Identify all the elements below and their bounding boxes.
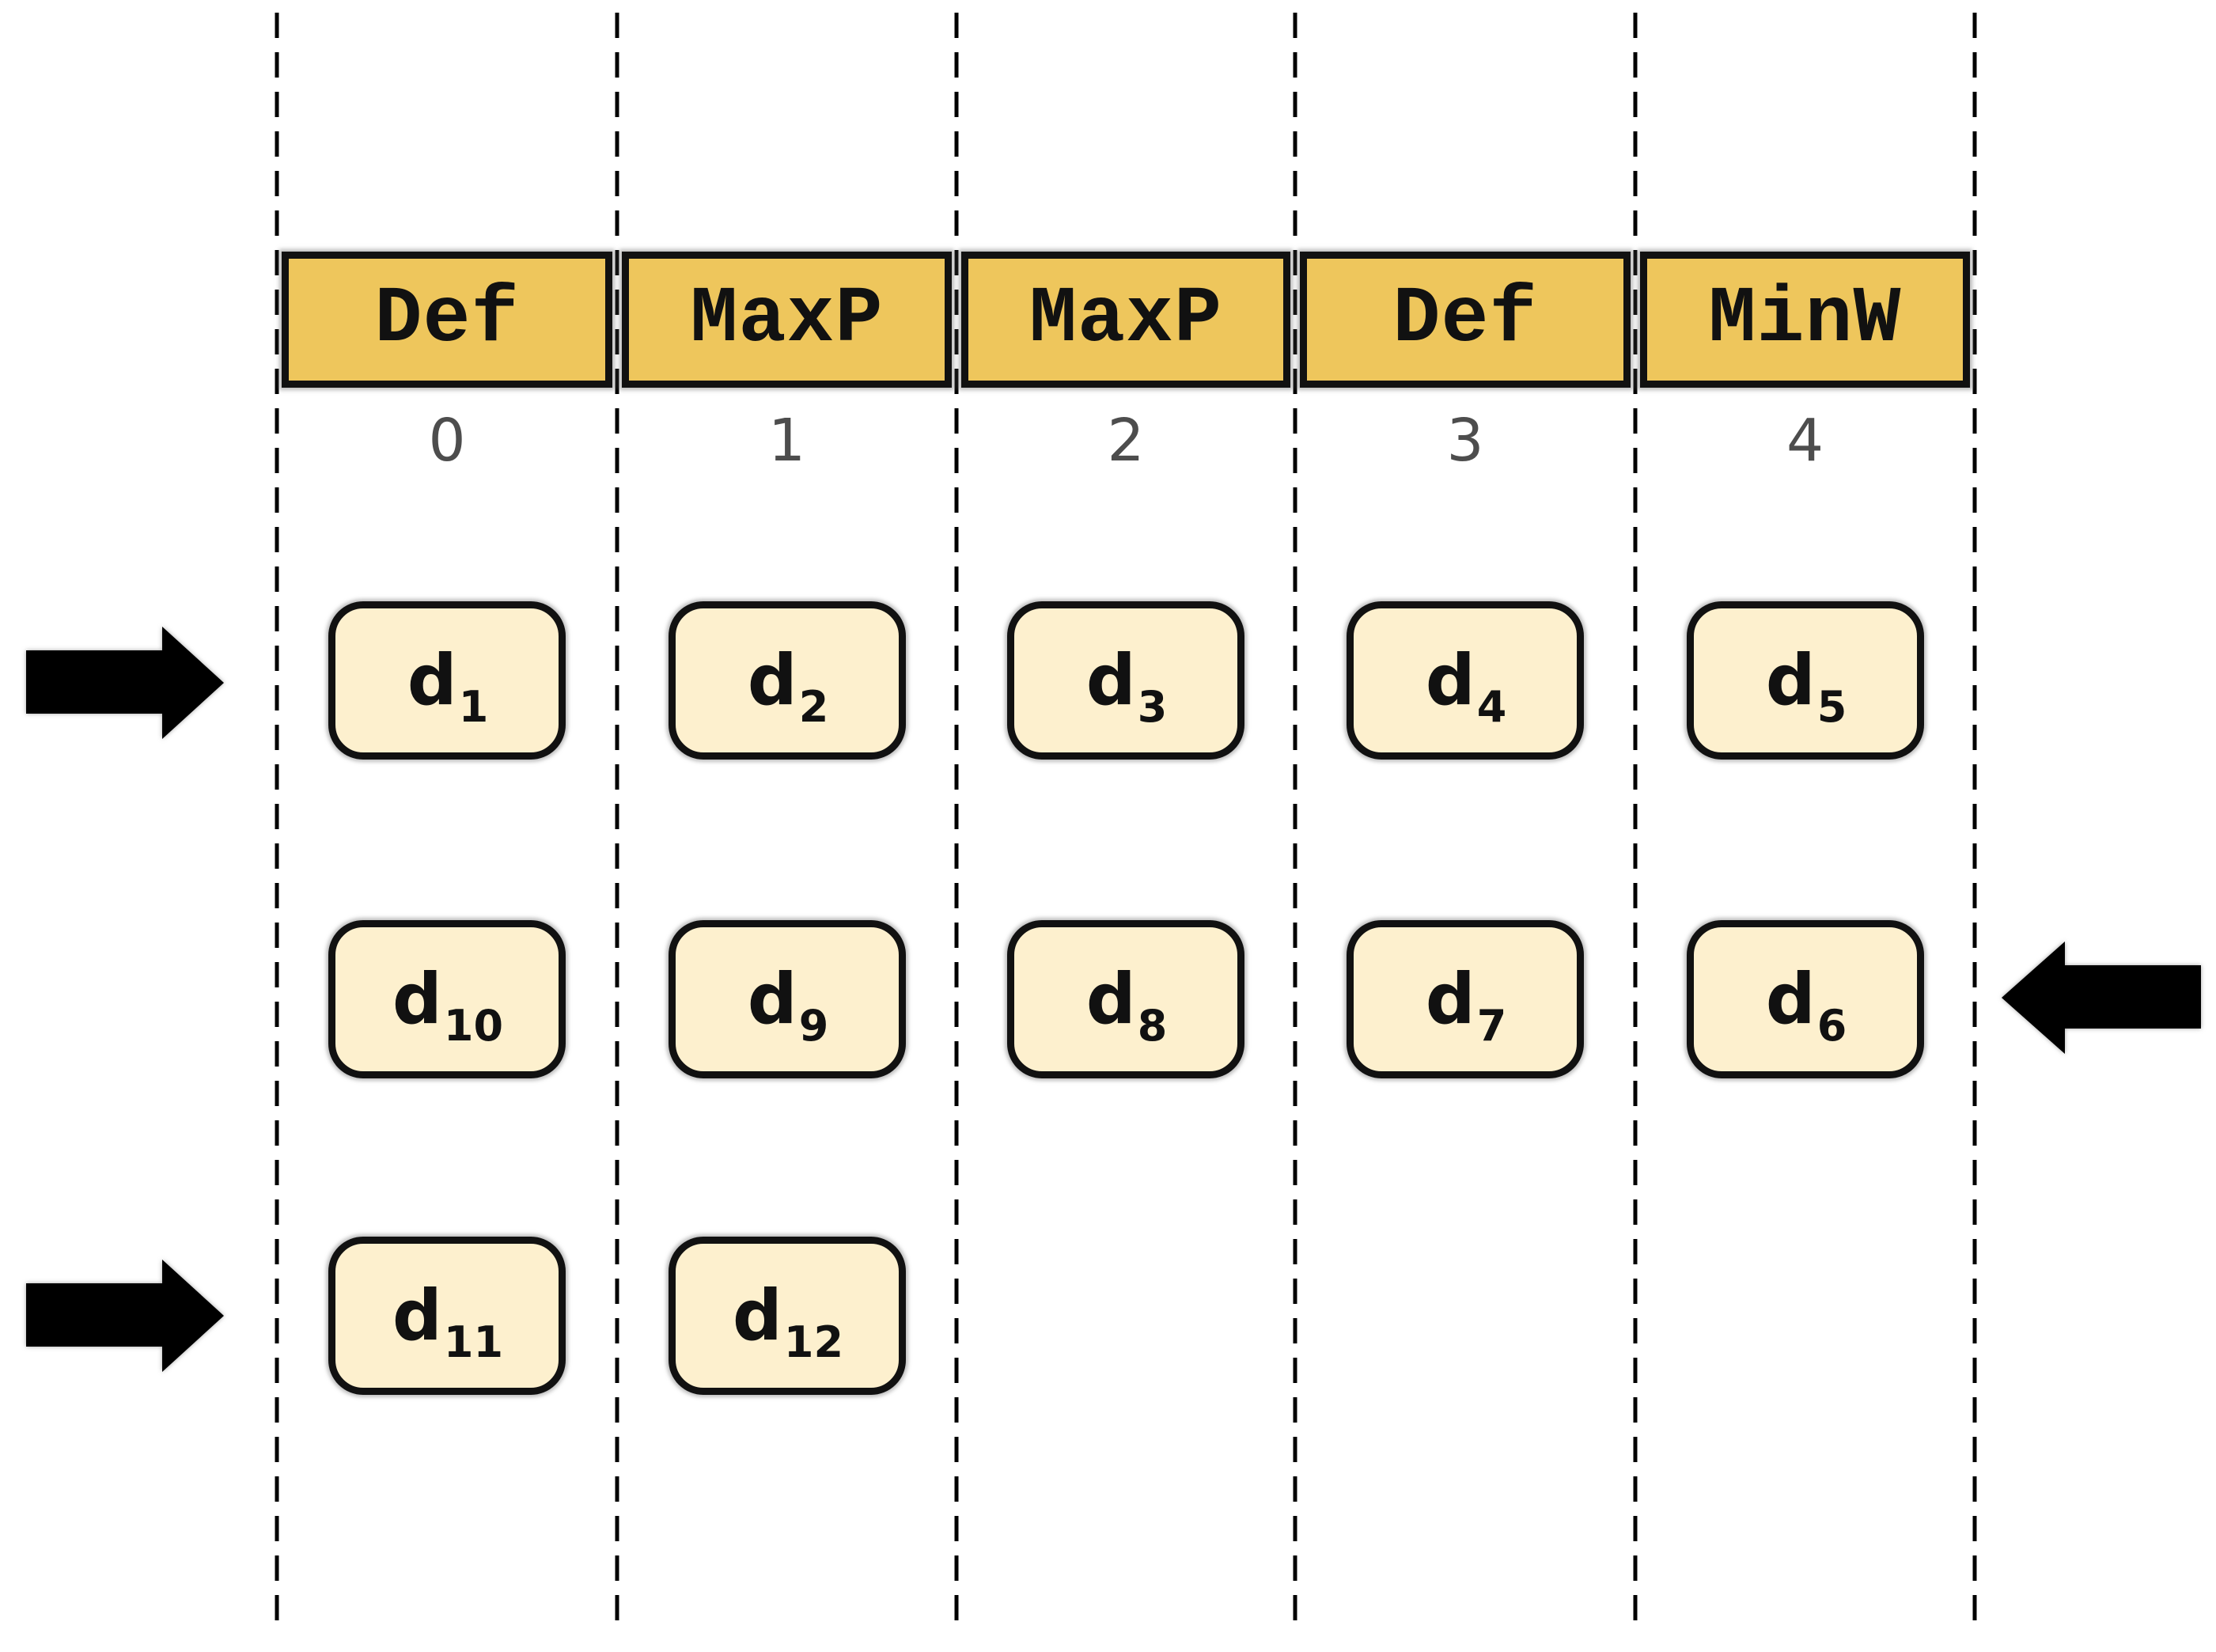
doc-label-subscript: 6 bbox=[1816, 1001, 1847, 1051]
doc-label: d bbox=[747, 639, 797, 721]
arrow-right-icon bbox=[26, 1260, 224, 1372]
column-index-label-1: 1 bbox=[767, 407, 806, 475]
doc-label: d bbox=[1765, 639, 1816, 721]
doc-label: d bbox=[392, 1275, 442, 1356]
column-policy-header-0: Def bbox=[282, 252, 612, 388]
doc-label: d bbox=[407, 639, 457, 721]
doc-label-subscript: 5 bbox=[1816, 682, 1847, 732]
column-index-label-2: 2 bbox=[1107, 407, 1145, 475]
doc-label-subscript: 1 bbox=[458, 682, 489, 732]
column-index-label-3: 3 bbox=[1446, 407, 1484, 475]
doc-label: d bbox=[1085, 958, 1136, 1040]
doc-label-subscript: 8 bbox=[1137, 1001, 1168, 1051]
doc-label: d bbox=[392, 958, 442, 1040]
doc-label: d bbox=[1085, 639, 1136, 721]
column-policy-header-1: MaxP bbox=[622, 252, 952, 388]
doc-label-subscript: 4 bbox=[1476, 682, 1507, 732]
column-index-label-0: 0 bbox=[428, 407, 466, 475]
arrow-left-icon bbox=[2002, 942, 2201, 1054]
doc-label-subscript: 12 bbox=[783, 1317, 844, 1367]
doc-label-subscript: 11 bbox=[443, 1317, 504, 1367]
doc-label: d bbox=[1425, 958, 1475, 1040]
doc-label-subscript: 7 bbox=[1476, 1001, 1507, 1051]
doc-label: d bbox=[1425, 639, 1475, 721]
column-policy-header-2: MaxP bbox=[961, 252, 1290, 388]
doc-label: d bbox=[732, 1275, 782, 1356]
doc-label-subscript: 10 bbox=[443, 1001, 504, 1051]
arrow-right-icon bbox=[26, 627, 224, 739]
column-index-label-4: 4 bbox=[1786, 407, 1824, 475]
doc-label: d bbox=[747, 958, 797, 1040]
doc-label-subscript: 9 bbox=[798, 1001, 829, 1051]
doc-label: d bbox=[1765, 958, 1816, 1040]
column-policy-header-4: MinW bbox=[1640, 252, 1970, 388]
doc-label-subscript: 3 bbox=[1137, 682, 1168, 732]
column-policy-header-3: Def bbox=[1300, 252, 1631, 388]
doc-label-subscript: 2 bbox=[798, 682, 829, 732]
